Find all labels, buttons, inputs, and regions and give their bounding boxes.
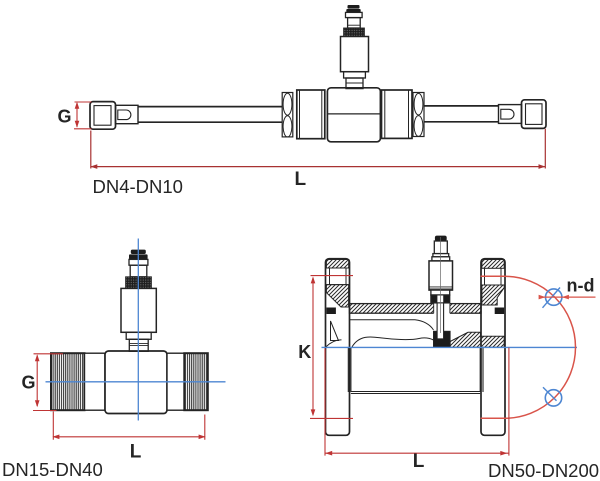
svg-text:DN15-DN40: DN15-DN40 bbox=[2, 459, 103, 480]
svg-text:L: L bbox=[413, 451, 425, 472]
svg-text:G: G bbox=[58, 107, 72, 127]
svg-text:DN50-DN200: DN50-DN200 bbox=[488, 460, 599, 481]
svg-text:DN4-DN10: DN4-DN10 bbox=[93, 176, 183, 197]
svg-text:K: K bbox=[298, 342, 311, 362]
svg-text:G: G bbox=[22, 373, 36, 393]
svg-text:L: L bbox=[295, 169, 307, 190]
svg-text:L: L bbox=[130, 441, 142, 462]
svg-text:n-d: n-d bbox=[567, 275, 595, 295]
